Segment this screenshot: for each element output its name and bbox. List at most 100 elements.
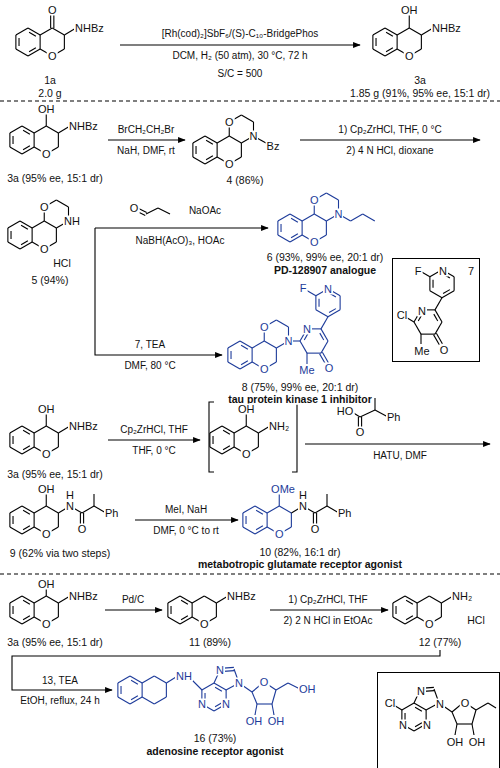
compound-label: 3a (95% ee, 15:1 dr)	[6, 469, 104, 480]
reagent-text: [Rh(cod)₂]SbF₆/(S)-C₁₀-BridgePhos	[161, 29, 320, 39]
bond-line	[409, 28, 421, 35]
bond-line	[18, 38, 19, 46]
bond-line	[246, 414, 247, 426]
bond-line	[361, 417, 362, 427]
bond-line	[432, 280, 433, 288]
bond-line	[406, 600, 413, 604]
reaction-arrow	[135, 519, 238, 520]
bond-line	[23, 510, 30, 514]
bond-line	[10, 426, 22, 433]
bond-line	[23, 526, 30, 530]
bond-line	[360, 410, 375, 417]
bond-line	[256, 510, 263, 514]
atom-label: O	[47, 51, 58, 62]
bond-line	[241, 143, 242, 157]
bond-line	[216, 603, 217, 617]
bond-line	[22, 506, 34, 513]
bond-line	[241, 115, 253, 122]
bond-line	[313, 513, 314, 524]
bond-line	[363, 214, 375, 221]
atom-label: O	[310, 524, 321, 535]
bond-line	[223, 446, 230, 450]
atom-label: N	[234, 678, 244, 689]
bond-line	[272, 704, 274, 715]
bond-line	[454, 277, 455, 291]
bond-line	[117, 683, 118, 697]
bond-line	[44, 221, 56, 228]
bond-line	[53, 14, 54, 28]
atom-label: OH	[446, 737, 465, 748]
bond-line	[240, 341, 252, 348]
reagent-text: 2) 4 N HCl, dioxane	[345, 146, 434, 156]
compound-label: 1.85 g (91%, 95% ee, 15:1 dr)	[349, 88, 491, 99]
bond-line	[22, 447, 34, 454]
atom-label: NHBz	[226, 591, 257, 602]
atom-label: Me	[413, 346, 430, 357]
bond-line	[80, 513, 81, 524]
bond-line	[154, 697, 166, 704]
bond-line	[415, 707, 422, 711]
atom-label: NHBz	[431, 23, 462, 34]
atom-label: O	[439, 345, 450, 356]
bond-line	[429, 277, 430, 291]
compound-label: 5 (94%)	[31, 275, 70, 286]
atom-label: N	[422, 720, 432, 731]
bond-line	[166, 683, 167, 697]
compound-label: 6 (93%, 99% ee, 20:1 dr)	[266, 252, 385, 263]
bond-line	[158, 208, 170, 214]
bond-line	[193, 157, 205, 164]
bond-line	[374, 398, 375, 410]
atom-label: O	[47, 5, 58, 16]
bond-line	[212, 436, 213, 444]
bond-line	[291, 513, 292, 527]
reaction-arrow	[300, 139, 480, 140]
bond-line	[22, 426, 34, 433]
bond-line	[181, 600, 188, 604]
bond-line	[255, 704, 257, 715]
atom-label: O	[259, 364, 270, 375]
atom-label: O	[224, 117, 235, 128]
bond-line	[321, 341, 328, 353]
bond-line	[217, 143, 218, 157]
bond-line	[252, 692, 257, 704]
bond-line	[434, 314, 438, 321]
compound-label: 16 (73%)	[193, 733, 238, 744]
reagent-text: Cp₂ZrHCl, THF	[119, 425, 189, 435]
bond-line	[430, 291, 442, 298]
bond-line	[243, 527, 255, 534]
atom-label: O	[424, 619, 435, 630]
bond-line	[242, 513, 243, 527]
reaction-arrow	[95, 228, 222, 355]
atom-label: O	[77, 524, 88, 535]
bond-line	[230, 351, 231, 359]
bond-line	[8, 221, 20, 228]
bond-line	[300, 341, 307, 353]
bond-line	[414, 703, 426, 710]
bond-line	[395, 606, 396, 614]
atom-label: O	[41, 529, 52, 540]
bond-line	[93, 494, 94, 506]
atom-label: N	[398, 720, 408, 731]
bond-line	[306, 290, 316, 296]
reagent-text: Pd/C	[121, 595, 145, 605]
atom-label: OH	[37, 104, 56, 115]
atom-label: NHBz	[74, 23, 105, 34]
bond-line	[40, 35, 41, 49]
bond-line	[217, 136, 229, 143]
bond-line	[358, 417, 359, 427]
bond-line	[307, 353, 321, 354]
atom-label: OH	[468, 737, 487, 748]
bond-line	[12, 436, 13, 444]
bond-line	[488, 703, 496, 708]
bond-line	[9, 513, 10, 527]
bond-line	[50, 14, 51, 28]
bond-line	[321, 317, 328, 329]
bond-line	[29, 32, 36, 36]
atom-label: HO	[336, 406, 355, 417]
bond-line	[421, 35, 422, 49]
compound-label: 10 (82%, 16:1 dr)	[258, 547, 341, 558]
bond-line	[264, 341, 276, 348]
bond-line	[206, 140, 213, 144]
bond-line	[46, 589, 47, 596]
bond-line	[243, 506, 255, 513]
